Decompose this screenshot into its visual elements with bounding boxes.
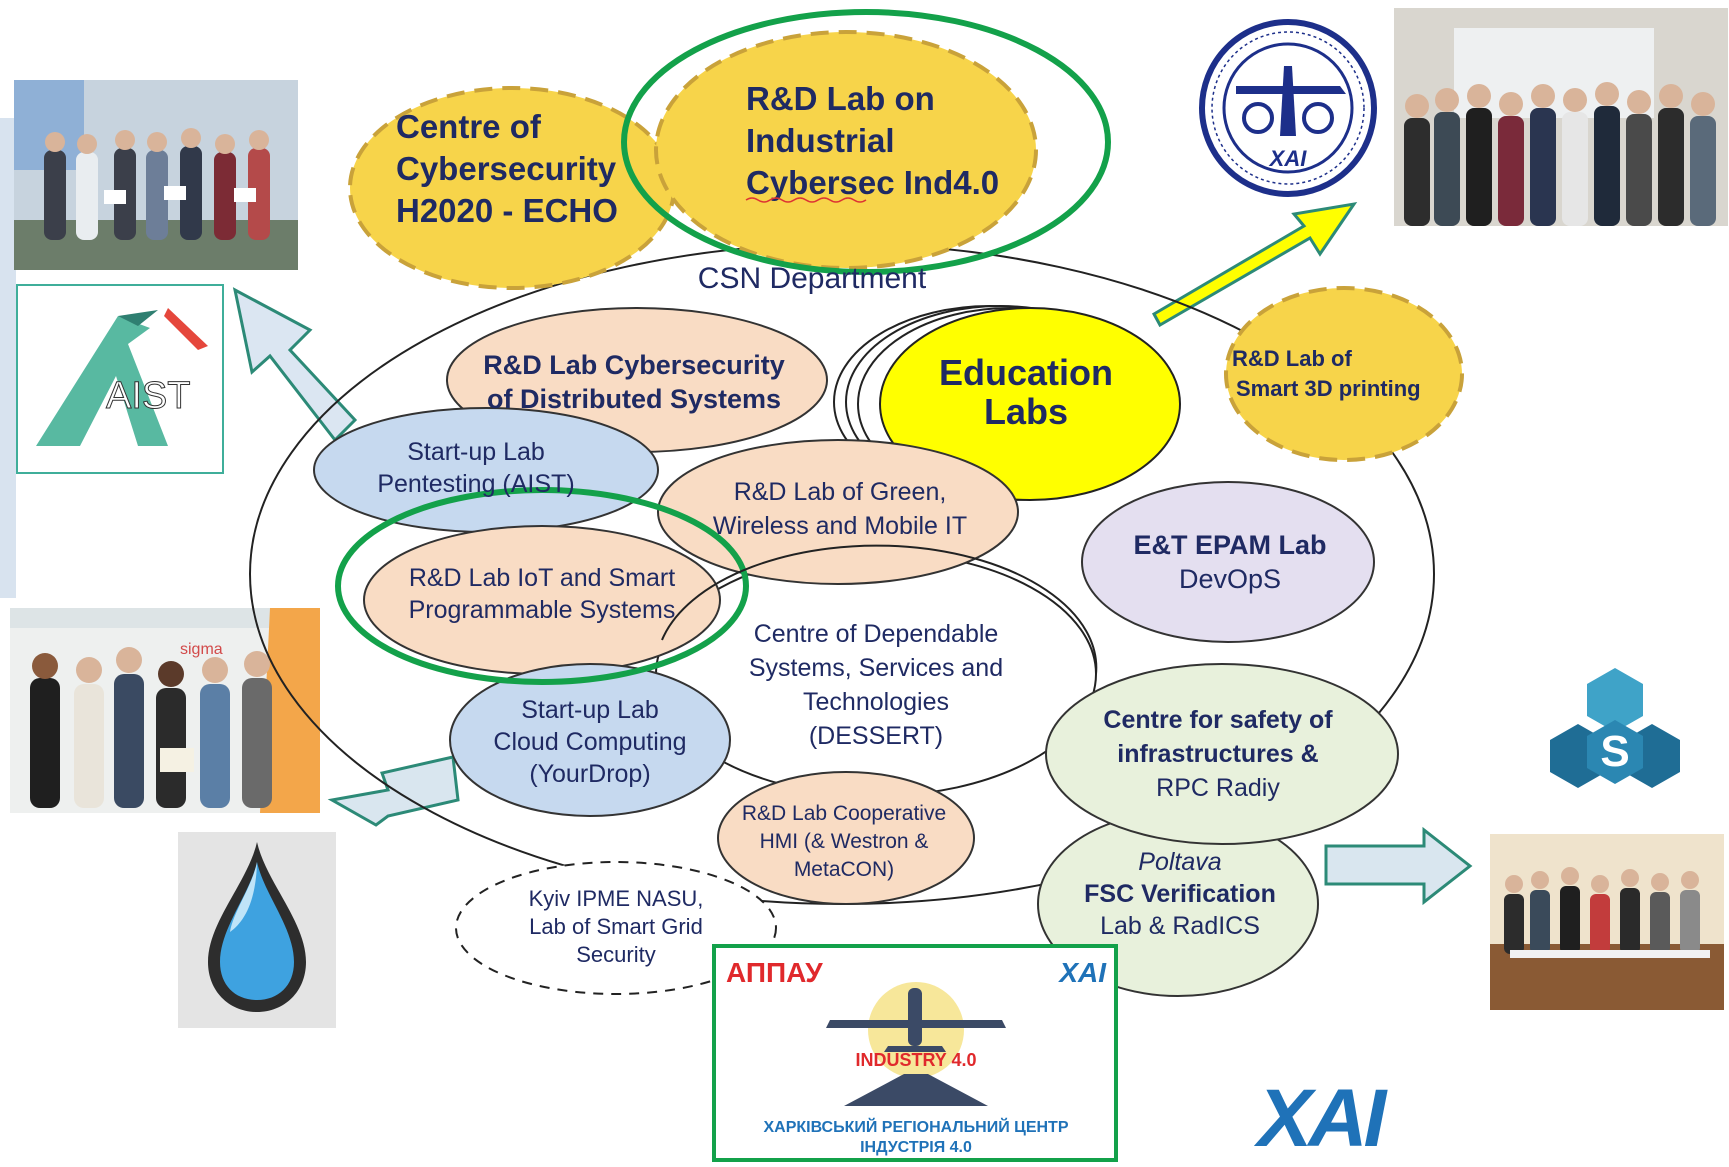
safety-line3: RPC Radiy xyxy=(1156,774,1280,802)
epam-oval xyxy=(1081,481,1375,643)
centre-cybersecurity-line3: H2020 - ECHO xyxy=(396,192,618,229)
runway-icon xyxy=(844,1074,988,1106)
industry-line2: ІНДУСТРІЯ 4.0 xyxy=(860,1139,972,1156)
khai-seal-text: ХАІ xyxy=(1268,146,1308,171)
epam-line1: E&T EPAM Lab xyxy=(1133,530,1326,560)
team-photo-bottom-left: sigma xyxy=(10,608,320,813)
distributed-line2: of Distributed Systems xyxy=(487,384,781,414)
industry-panel: АППАУ ХАІ INDUSTRY 4.0 ХАРКІВСЬКИЙ РЕГІО… xyxy=(712,944,1118,1162)
kyiv-line1: Kyiv IPME NASU, xyxy=(529,886,704,911)
kyiv-line2: Lab of Smart Grid xyxy=(529,914,703,939)
spellcheck-underline xyxy=(745,197,867,203)
epam-line2: DevOpS xyxy=(1179,564,1281,594)
pentesting-line2: Pentesting (AIST) xyxy=(377,470,574,498)
dessert-line2: Systems, Services and xyxy=(749,654,1003,682)
cloud-line3: (YourDrop) xyxy=(529,760,650,788)
poltava-line1: Poltava xyxy=(1138,848,1221,876)
iot-highlight xyxy=(335,487,749,685)
airplane-icon xyxy=(826,988,1006,1052)
csn-department-title: CSN Department xyxy=(698,262,927,295)
dessert-line1: Centre of Dependable xyxy=(754,620,999,648)
appau-text: АППАУ xyxy=(726,957,823,988)
left-accent-bar xyxy=(0,118,16,598)
khai-seal-logo: ХАІ xyxy=(1196,16,1380,200)
arrow-to-khai-photo xyxy=(1151,201,1358,328)
khai-panel-text: ХАІ xyxy=(1057,957,1107,988)
s-hexagon-logo: S xyxy=(1540,664,1690,802)
dessert-line4: (DESSERT) xyxy=(809,722,943,750)
hmi-line3: MetaCON) xyxy=(794,858,894,881)
education-labs-line1: Education xyxy=(939,352,1113,393)
aist-logo-text: AIST xyxy=(106,375,190,417)
safety-line1: Centre for safety of xyxy=(1103,706,1333,734)
industrial-cybersec-highlight xyxy=(621,9,1111,275)
arrow-to-meeting xyxy=(1324,826,1473,906)
iot-line2: Programmable Systems xyxy=(409,596,676,624)
green-it-line2: Wireless and Mobile IT xyxy=(713,512,967,540)
khai-logo-bottom: ХАІ xyxy=(1250,1073,1393,1164)
hmi-line1: R&D Lab Cooperative xyxy=(742,802,946,825)
cloud-line2: Cloud Computing xyxy=(493,728,686,756)
hmi-line2: HMI (& Westron & xyxy=(760,830,929,853)
yourdrop-logo xyxy=(178,832,336,1028)
education-labs-oval xyxy=(879,307,1181,501)
aist-logo: AIST xyxy=(16,284,224,474)
kyiv-line3: Security xyxy=(576,942,655,967)
safety-line2: infrastructures & xyxy=(1117,740,1318,768)
s-logo-letter: S xyxy=(1600,727,1629,776)
iot-line1: R&D Lab IoT and Smart xyxy=(409,564,675,592)
pentesting-line1: Start-up Lab xyxy=(407,438,545,466)
arrow-to-aist xyxy=(232,287,358,443)
smart-3d-line1: R&D Lab of xyxy=(1232,346,1352,371)
industrial-cybersec-line3: Cybersec Ind4.0 xyxy=(746,164,999,201)
industry-line1: ХАРКІВСЬКИЙ РЕГІОНАЛЬНИЙ ЦЕНТР xyxy=(763,1117,1068,1136)
industrial-cybersec-line2: Industrial xyxy=(746,122,895,159)
cloud-line1: Start-up Lab xyxy=(521,696,659,724)
team-photo-top-right xyxy=(1394,8,1728,226)
industrial-cybersec-line1: R&D Lab on xyxy=(746,80,935,117)
poltava-line2: FSC Verification xyxy=(1084,880,1276,908)
centre-cybersecurity-line2: Cybersecurity xyxy=(396,150,617,187)
smart-3d-line2: Smart 3D printing xyxy=(1236,376,1421,401)
team-photo-top-left xyxy=(14,80,298,270)
khai-logo-bottom-text: ХАІ xyxy=(1254,1076,1389,1156)
meeting-photo-bottom-right xyxy=(1490,834,1724,1010)
safety-oval xyxy=(1045,663,1399,845)
centre-cybersecurity-line1: Centre of xyxy=(396,108,542,145)
dessert-line3: Technologies xyxy=(803,688,949,716)
industry-text: INDUSTRY 4.0 xyxy=(855,1050,976,1070)
industrial-cybersec-oval xyxy=(654,30,1038,270)
green-it-line1: R&D Lab of Green, xyxy=(734,478,947,506)
hmi-oval xyxy=(717,771,975,905)
poltava-line3: Lab & RadICS xyxy=(1100,912,1260,940)
kyiv-oval xyxy=(455,861,777,995)
smart-3d-oval xyxy=(1224,286,1464,462)
education-labs-line2: Labs xyxy=(984,391,1068,432)
distributed-line1: R&D Lab Cybersecurity xyxy=(483,350,785,380)
cloud-oval xyxy=(449,663,731,817)
sigma-logo-text: sigma xyxy=(180,641,223,658)
